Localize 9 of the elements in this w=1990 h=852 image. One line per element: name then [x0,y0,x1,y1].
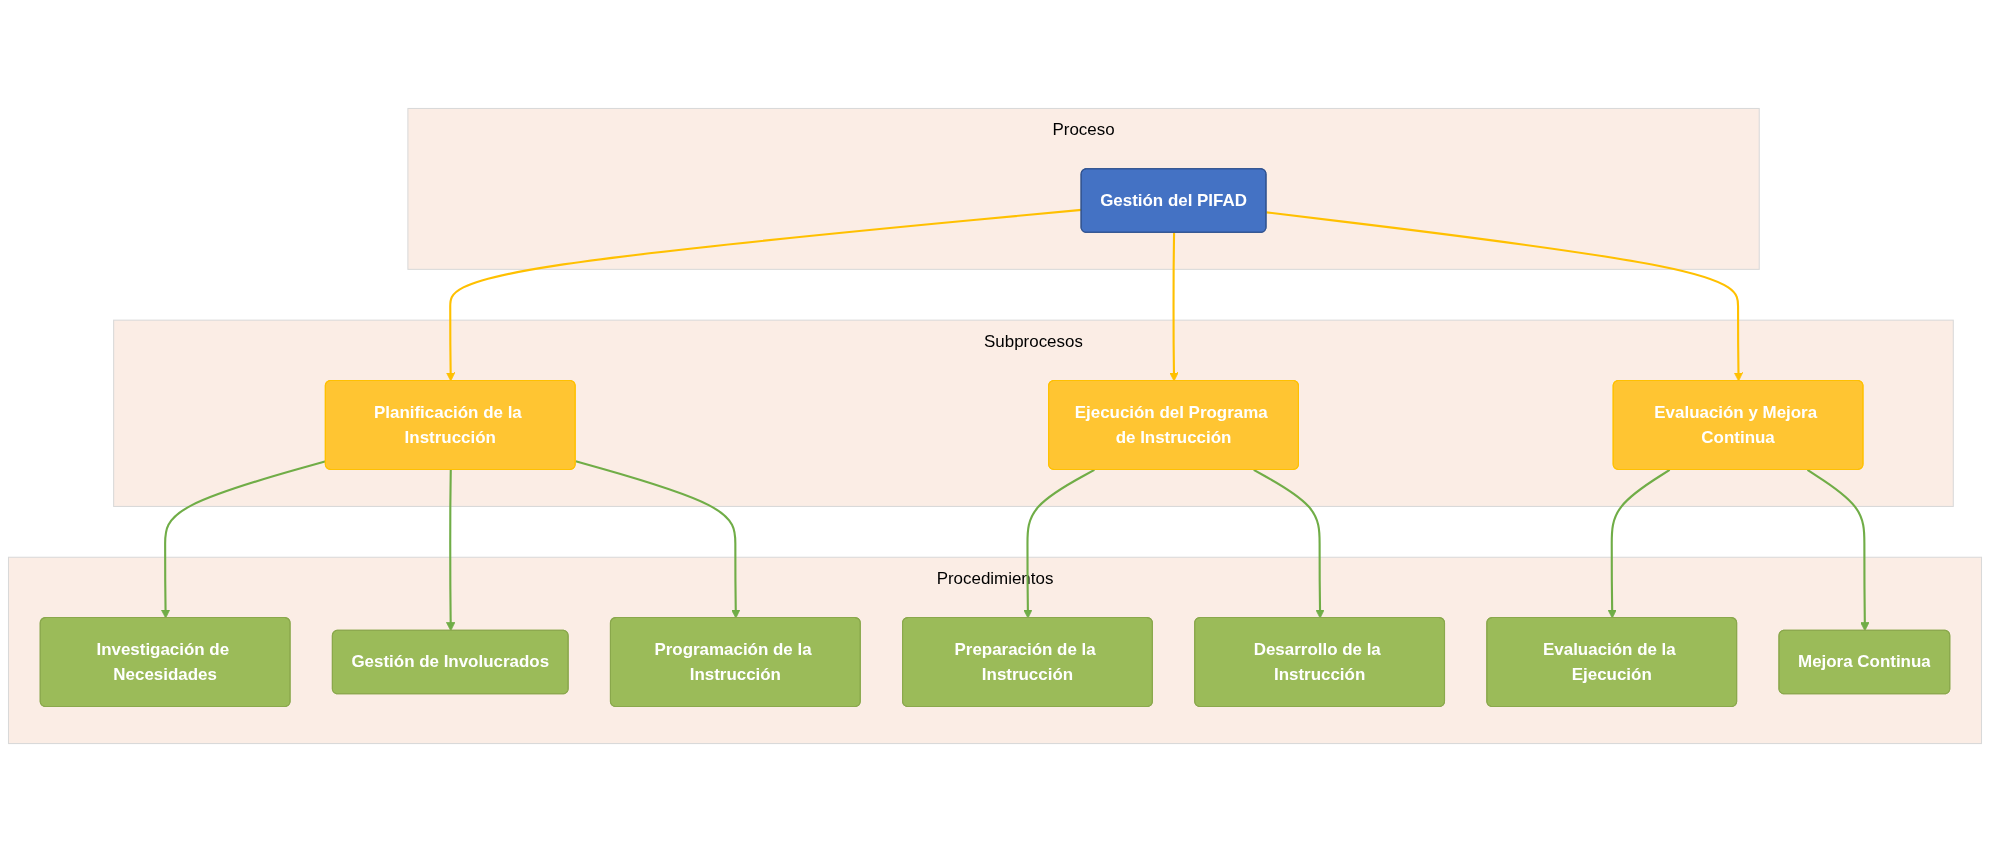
arrow [1806,469,1870,632]
arrow [1253,469,1325,619]
arrow [1023,469,1095,619]
arrow [575,460,741,619]
arrow [446,469,456,632]
arrow [1169,232,1179,382]
arrow [446,208,1082,382]
arrow [1266,211,1744,382]
arrow [1607,469,1671,619]
